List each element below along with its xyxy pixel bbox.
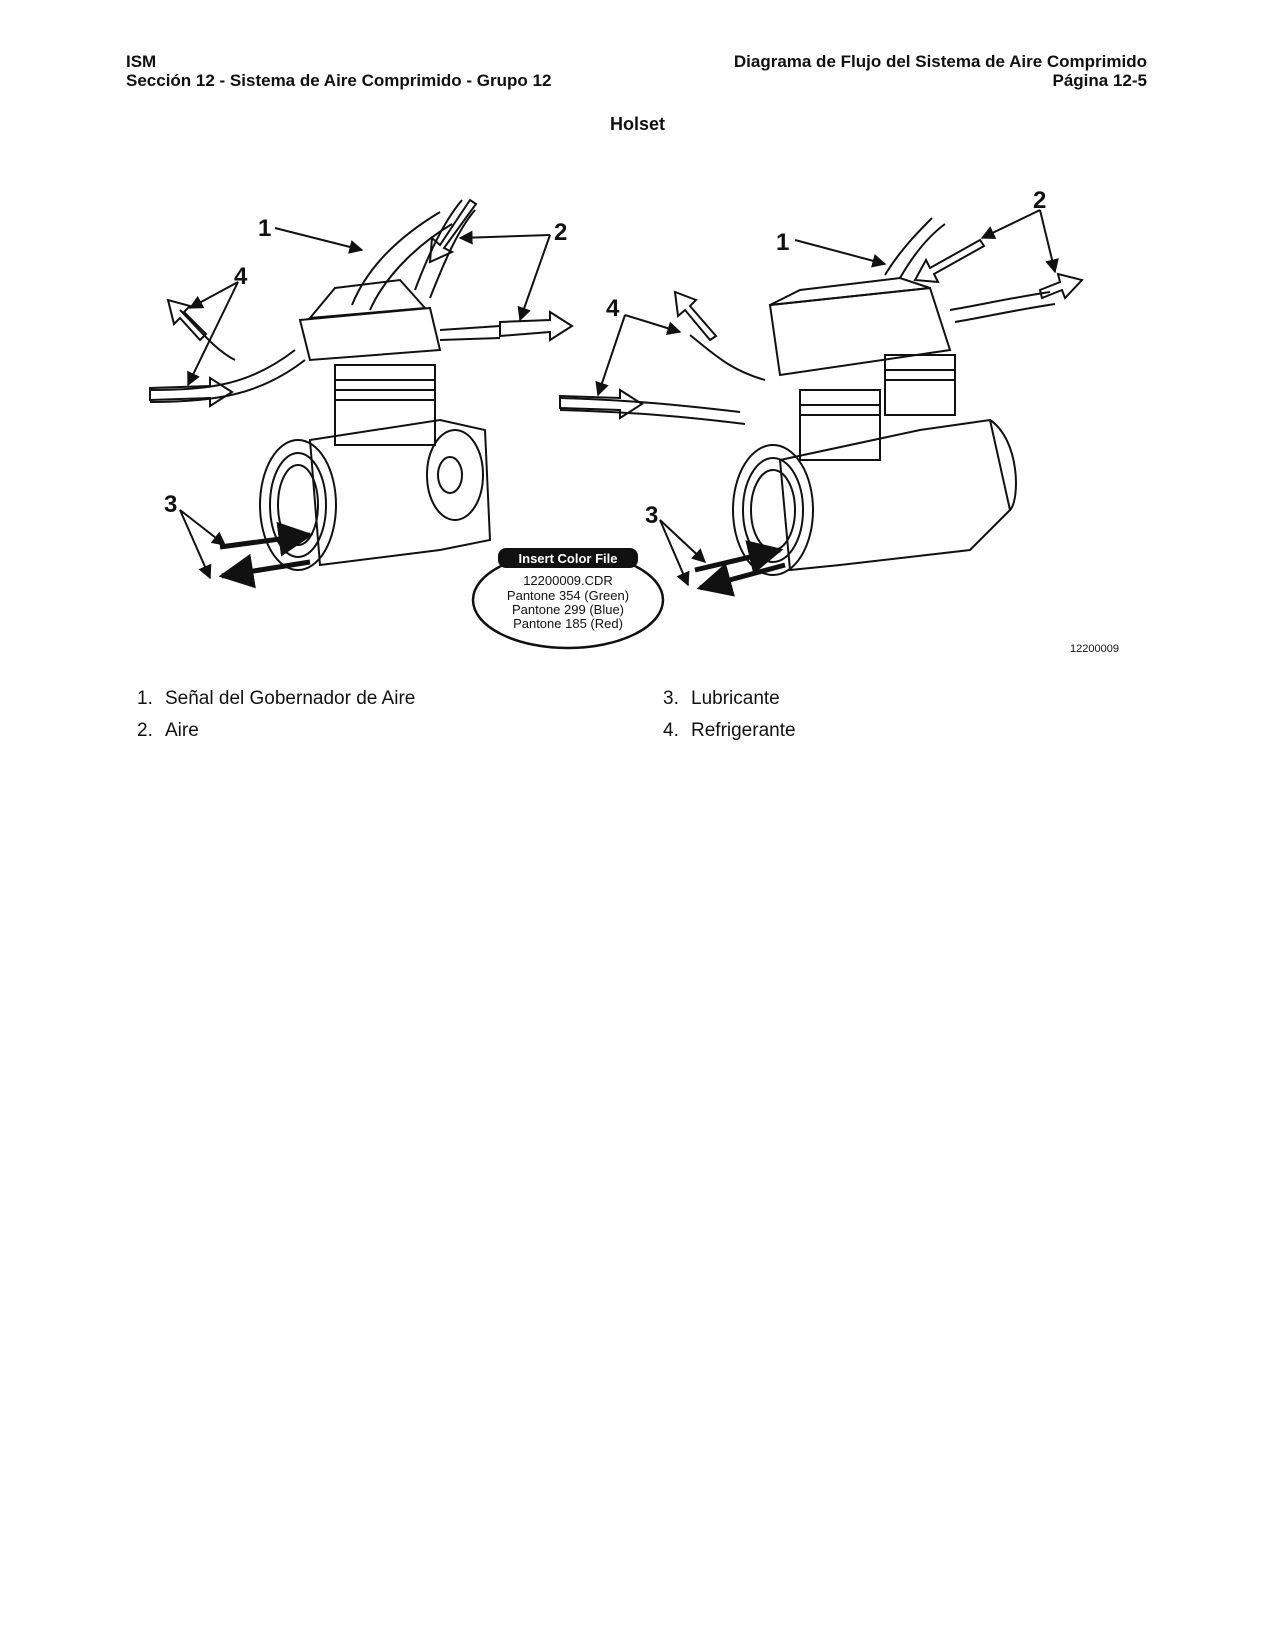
legend-item: 1. Señal del Gobernador de Aire	[137, 688, 415, 720]
left-lubricant-arrows	[218, 521, 314, 589]
right-leader-lines	[595, 209, 1059, 587]
color-box-line-2: Pantone 354 (Green)	[507, 588, 629, 603]
right-callout-2: 2	[1033, 187, 1046, 214]
compressor-illustration: 1 2 3 4 Insert Color File 12200009.CDR P…	[149, 187, 1119, 655]
legend-number: 1.	[137, 688, 153, 709]
left-callout-4: 4	[234, 263, 248, 290]
left-leader-lines	[179, 227, 551, 580]
right-callout-3: 3	[645, 502, 658, 529]
color-file-box: Insert Color File 12200009.CDR Pantone 3…	[471, 548, 665, 650]
figure-number: 12200009	[1070, 643, 1119, 655]
chapter-title: Diagrama de Flujo del Sistema de Aire Co…	[733, 52, 1147, 71]
legend-item: 3. Lubricante	[663, 688, 796, 720]
legend-column-right: 3. Lubricante 4. Refrigerante	[663, 688, 796, 752]
legend-item: 4. Refrigerante	[663, 720, 796, 752]
color-box-line-4: Pantone 185 (Red)	[513, 616, 623, 631]
right-callout-1: 1	[776, 229, 789, 256]
legend-label: Señal del Gobernador de Aire	[165, 688, 416, 709]
legend-label: Refrigerante	[691, 720, 796, 741]
color-box-line-3: Pantone 299 (Blue)	[512, 602, 624, 617]
header-right: Diagrama de Flujo del Sistema de Aire Co…	[734, 52, 1147, 90]
right-compressor-drawing	[559, 217, 1056, 576]
compressor-figure: 1 2 3 4 Insert Color File 12200009.CDR P…	[140, 180, 1140, 660]
legend-label: Lubricante	[691, 688, 780, 709]
manual-name: ISM	[126, 52, 157, 71]
color-box-line-1: 12200009.CDR	[523, 573, 613, 588]
left-flow-arrows	[149, 198, 574, 408]
left-callout-1: 1	[258, 215, 271, 242]
page-number: Página 12-5	[1052, 71, 1148, 90]
legend-label: Aire	[165, 720, 199, 741]
left-compressor-drawing	[149, 199, 501, 571]
legend-column-left: 1. Señal del Gobernador de Aire 2. Aire	[137, 688, 415, 752]
left-callout-3: 3	[164, 491, 177, 518]
left-callout-2: 2	[554, 219, 567, 246]
section-name: Sección 12 - Sistema de Aire Comprimido …	[126, 71, 552, 90]
right-lubricant-arrows	[694, 540, 786, 597]
right-flow-arrows	[559, 238, 1084, 420]
color-box-title: Insert Color File	[519, 551, 618, 566]
legend-number: 2.	[137, 720, 153, 741]
header-left: ISM Sección 12 - Sistema de Aire Comprim…	[126, 52, 551, 90]
legend-number: 4.	[663, 720, 679, 741]
legend-number: 3.	[663, 688, 679, 709]
legend-item: 2. Aire	[137, 720, 415, 752]
right-callout-4: 4	[606, 295, 620, 322]
section-title: Holset	[609, 114, 665, 134]
